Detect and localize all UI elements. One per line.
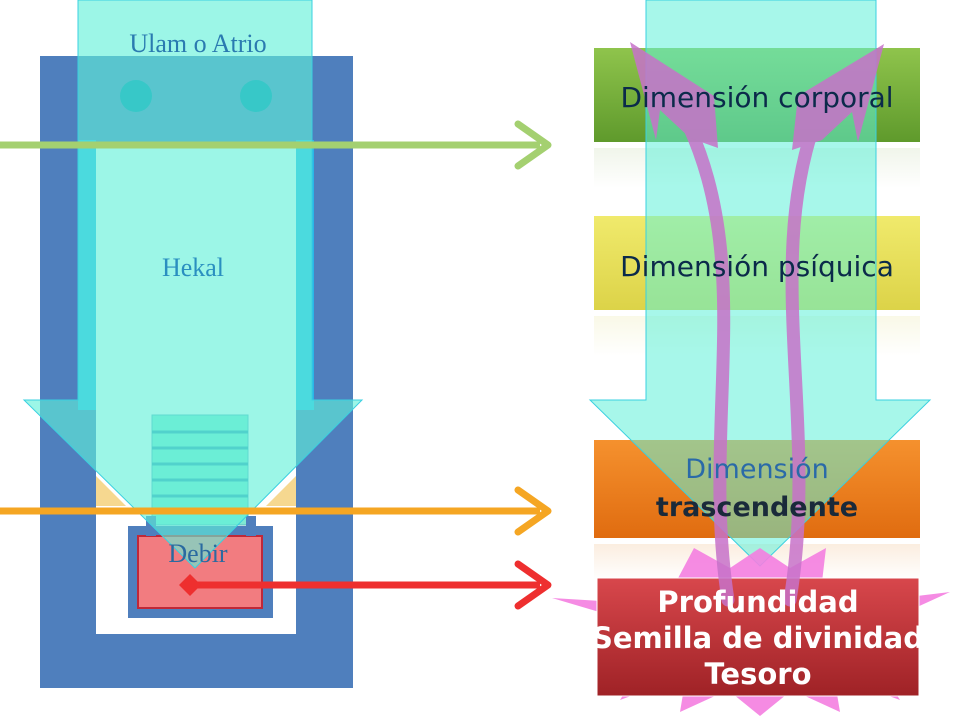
magenta-rising-arrows — [630, 42, 884, 607]
debir-label: Debir — [168, 539, 228, 568]
magenta-arrowhead-left — [630, 42, 718, 148]
label-dimension-corporal: Dimensión corporal — [620, 81, 893, 114]
box-profundidad — [596, 577, 920, 697]
ulam-label: Ulam o Atrio — [129, 29, 266, 58]
hekal-label: Hekal — [162, 253, 224, 282]
label-trascendente-line2: trascendente — [656, 492, 858, 523]
magenta-arrowhead-right — [792, 44, 884, 150]
label-profundidad: Profundidad — [657, 585, 858, 619]
red-diamond-start — [179, 574, 201, 596]
red-connector-arrow — [179, 560, 552, 610]
yellow-corner-left — [96, 476, 126, 506]
pillar-right — [240, 80, 272, 112]
orange-connector-arrow — [0, 486, 552, 536]
magenta-arrow-left — [673, 101, 735, 607]
label-semilla-divinidad: Semilla de divinidad — [592, 621, 924, 655]
temple-plan: Ulam o Atrio Hekal Debir — [22, 0, 364, 688]
label-trascendente-line1: Dimensión — [685, 454, 829, 485]
green-connector-arrow — [0, 120, 552, 170]
yellow-corner-right — [266, 476, 296, 506]
magenta-arrow-right — [783, 101, 827, 607]
pillar-left — [120, 80, 152, 112]
label-tesoro: Tesoro — [704, 657, 811, 691]
label-dimension-psiquica: Dimensión psíquica — [620, 250, 894, 283]
